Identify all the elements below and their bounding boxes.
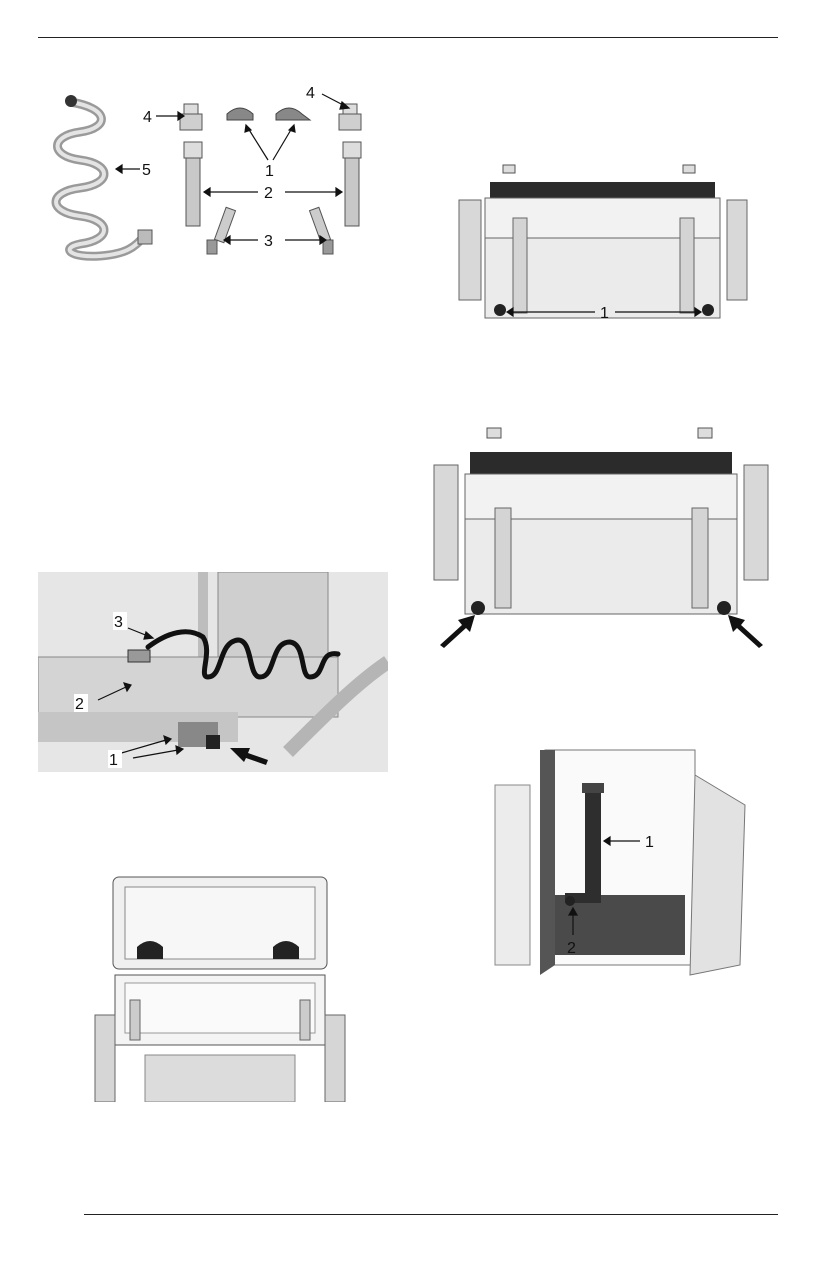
plug-right-illustration: [275, 107, 312, 121]
callout-1: 1: [265, 163, 274, 180]
callout-4-right: 4: [306, 85, 315, 102]
callout-1: 1: [600, 305, 609, 322]
callout-2: 2: [567, 940, 576, 957]
callout-3: 3: [264, 233, 273, 250]
arrow-right: [728, 615, 763, 648]
callout-2: 2: [264, 185, 273, 202]
figure-box-open-lid: [85, 875, 355, 1102]
lid-latch-left: [137, 941, 163, 959]
fitting-right-illustration: [308, 206, 334, 255]
figure-hose-install: 3 2 1: [38, 572, 388, 772]
arrow-left: [440, 615, 475, 648]
callout-1: 1: [109, 752, 118, 769]
cap-left-illustration: [179, 103, 203, 131]
figure-parts-kit: 4 1 4 5 2 3: [40, 80, 385, 275]
tube-left-illustration: [183, 141, 203, 227]
header-rule: [38, 37, 778, 38]
arrow-hose-fitting: [230, 748, 268, 765]
callout-1: 1: [645, 834, 654, 851]
callout-5: 5: [142, 162, 151, 179]
plug-left-illustration: [226, 107, 254, 121]
callout-3: 3: [114, 614, 123, 631]
callout-4-left: 4: [143, 109, 152, 126]
figure-box-bottom-arrows: [430, 420, 775, 650]
callout-2: 2: [75, 696, 84, 713]
footer-rule: [84, 1214, 778, 1215]
figure-box-interior-tube: 1 2: [485, 745, 760, 980]
tube-right-illustration: [342, 141, 362, 227]
vertical-tube: [585, 785, 601, 895]
lid-latch-right: [273, 941, 299, 959]
fitting-left-illustration: [206, 206, 237, 255]
figure-box-bottom-plugs: 1: [455, 160, 755, 335]
coiled-hose-illustration: [145, 629, 341, 680]
